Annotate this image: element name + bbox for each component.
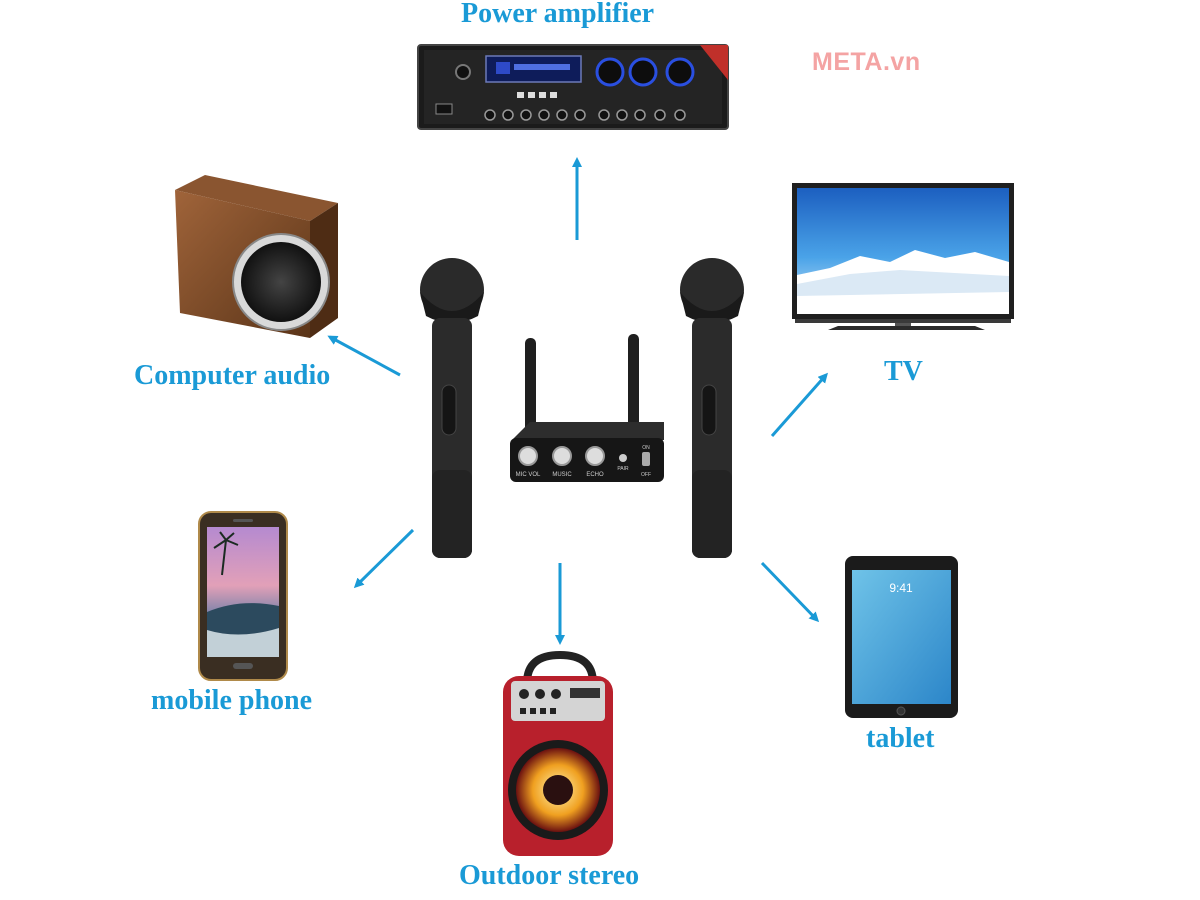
receiver-knob-label-echo: ECHO — [586, 472, 604, 478]
receiver-knob-label-music: MUSIC — [552, 472, 572, 478]
tablet-clock: 9:41 — [889, 581, 913, 595]
power-amplifier-label: Power amplifier — [461, 0, 655, 29]
tv-label: TV — [884, 356, 923, 387]
receiver-switch-off-label: OFF — [641, 472, 651, 478]
outdoor-stereo-label: Outdoor stereo — [459, 860, 640, 891]
right-microphone — [680, 258, 744, 558]
power-amplifier-device — [417, 44, 729, 130]
wireless-receiver: MIC VOL MUSIC ECHO PAIR ON OFF — [510, 334, 664, 482]
tv-device — [792, 183, 1014, 330]
computer-audio-label: Computer audio — [134, 360, 331, 391]
arrow-to-tablet — [760, 561, 820, 623]
mobile-phone-label: mobile phone — [151, 685, 313, 716]
tablet-label: tablet — [866, 723, 935, 754]
receiver-knob-label-mic-vol: MIC VOL — [516, 472, 541, 478]
arrow-to-tv — [770, 372, 828, 437]
receiver-switch-on-label: ON — [642, 445, 650, 451]
arrow-to-computer-audio — [327, 335, 401, 377]
meta-watermark: META.vn — [812, 48, 921, 76]
arrows — [327, 157, 828, 645]
tablet-device — [845, 556, 958, 718]
receiver-pair-label: PAIR — [617, 466, 629, 472]
arrow-to-mobile-phone — [353, 528, 415, 589]
mobile-phone-device — [198, 511, 288, 681]
outdoor-stereo-device — [503, 650, 613, 856]
computer-audio-device — [175, 175, 338, 338]
left-microphone — [420, 258, 484, 558]
